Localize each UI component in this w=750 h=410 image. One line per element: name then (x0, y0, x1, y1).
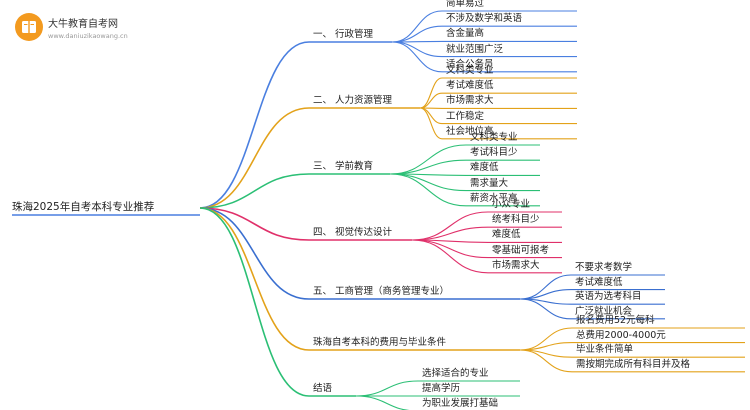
leaf-topic: 需求量大 (470, 177, 509, 189)
leaf-topic: 工作稳定 (446, 110, 485, 122)
site-logo[interactable]: 大牛教育自考网 www.daniuzikaowang.cn (14, 12, 128, 42)
leaf-topic: 不要求考数学 (575, 262, 633, 273)
leaf-topic: 难度低 (470, 162, 499, 174)
leaf-topic: 适合公务员 (446, 58, 494, 70)
leaf-topic: 毕业条件简单 (576, 344, 634, 356)
leaf-topic: 文科类专业 (446, 65, 494, 76)
leaf-topic: 零基础可报考 (492, 244, 550, 256)
leaf-topic: 市场需求大 (492, 259, 540, 271)
leaf-topic: 需按期完成所有科目并及格 (576, 358, 691, 370)
leaf-topic: 考试科目少 (470, 147, 518, 159)
leaf-topic: 英语为选考科目 (575, 291, 642, 303)
branch-topic: 结语 (313, 383, 333, 394)
leaf-topic: 文科类专业 (470, 132, 518, 143)
leaf-topic: 为职业发展打基础 (422, 398, 499, 409)
leaf-topic: 考试难度低 (575, 276, 623, 288)
leaf-topic: 社会地位高 (446, 125, 494, 137)
branch-topic: 五、 工商管理（商务管理专业） (313, 286, 450, 297)
leaf-topic: 广泛就业机会 (575, 305, 633, 317)
leaf-topic: 小众专业 (492, 199, 531, 210)
branch-topic: 四、 视觉传达设计 (313, 227, 393, 238)
leaf-topic: 选择适合的专业 (422, 368, 489, 379)
logo-title: 大牛教育自考网 (48, 18, 118, 30)
leaf-topic: 考试难度低 (446, 80, 494, 92)
branch-topic: 一、 行政管理 (313, 29, 374, 40)
leaf-topic: 报名费用52元每科 (576, 315, 655, 326)
branch-topic: 二、 人力资源管理 (313, 95, 393, 106)
leaf-topic: 薪资水平高 (470, 192, 518, 204)
leaf-topic: 统考科目少 (492, 214, 540, 226)
logo-url: www.daniuzikaowang.cn (48, 31, 128, 40)
branch-topic: 珠海自考本科的费用与毕业条件 (313, 337, 447, 348)
root-topic: 珠海2025年自考本科专业推荐 (12, 201, 155, 213)
leaf-topic: 市场需求大 (446, 95, 494, 107)
leaf-topic: 含金量高 (446, 28, 485, 40)
leaf-topic: 简单易过 (446, 0, 485, 9)
logo-badge-icon (14, 12, 44, 42)
leaf-topic: 提高学历 (422, 383, 461, 394)
leaf-topic: 总费用2000-4000元 (576, 329, 666, 341)
leaf-topic: 就业范围广泛 (446, 43, 504, 55)
branch-topic: 三、 学前教育 (313, 161, 374, 172)
leaf-topic: 不涉及数学和英语 (446, 13, 523, 25)
leaf-topic: 难度低 (492, 229, 521, 241)
